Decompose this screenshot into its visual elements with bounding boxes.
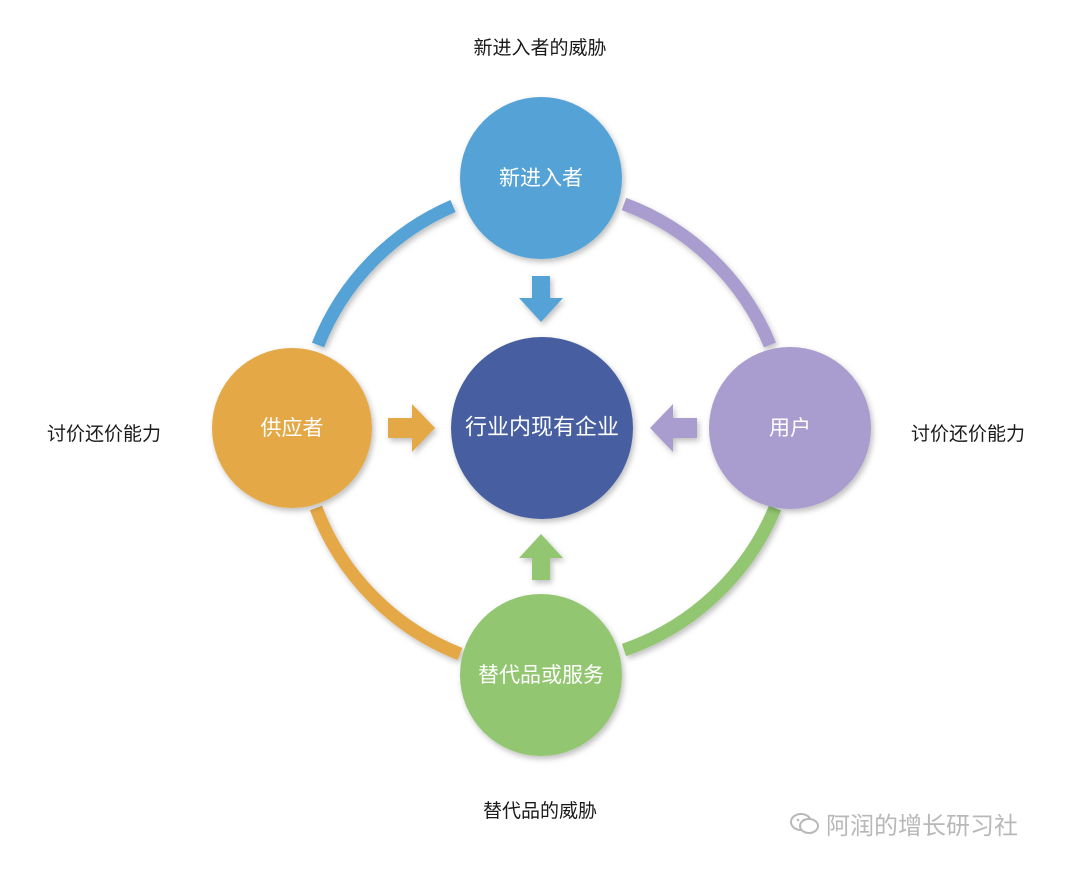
node-suppliers	[212, 348, 372, 508]
ring-arc-bottom-right	[621, 505, 782, 657]
arrow-down-icon	[519, 276, 563, 322]
arrow-left-icon	[650, 404, 697, 452]
node-new-entrants	[460, 97, 622, 259]
force-label-bottom: 替代品的威胁	[483, 800, 597, 822]
force-label-right: 讨价还价能力	[911, 423, 1025, 445]
node-buyers	[709, 347, 871, 509]
node-buyers-label: 用户	[769, 416, 811, 440]
node-new-entrants-label: 新进入者	[499, 166, 583, 190]
center-node	[451, 337, 633, 519]
node-substitutes-label: 替代品或服务	[478, 663, 604, 687]
force-label-left: 讨价还价能力	[47, 423, 161, 445]
node-substitutes	[460, 594, 622, 756]
ring-arc-bottom-left	[309, 505, 463, 661]
force-label-top: 新进入者的威胁	[473, 37, 606, 59]
watermark-text: 阿润的增长研习社	[826, 812, 1018, 840]
ring-arc-top-left	[311, 200, 456, 348]
ring	[309, 197, 782, 661]
force-arrows	[388, 276, 697, 580]
center-node-label: 行业内现有企业	[465, 416, 619, 441]
node-suppliers-label: 供应者	[261, 416, 324, 440]
arrow-right-icon	[388, 404, 435, 452]
arrow-up-icon	[519, 534, 563, 580]
ring-arc-top-right	[621, 197, 777, 348]
watermark: 阿润的增长研习社	[790, 806, 1018, 841]
wechat-icon	[790, 812, 819, 834]
nodes	[212, 97, 871, 756]
